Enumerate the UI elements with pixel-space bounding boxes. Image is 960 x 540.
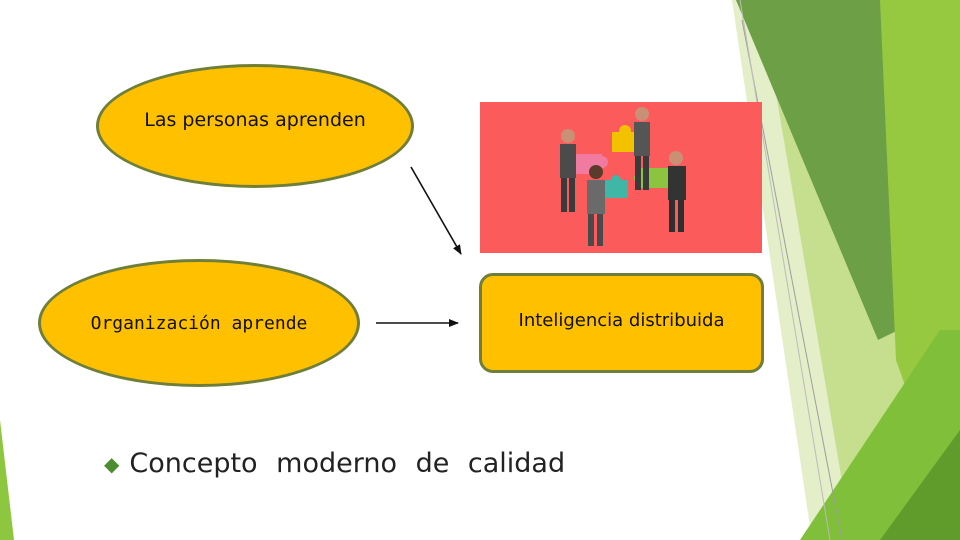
ellipse-mid-label: Organización aprende bbox=[90, 312, 308, 334]
ellipse-organizacion-aprende: Organización aprende bbox=[38, 259, 360, 387]
ellipse-personas-aprenden: Las personas aprenden bbox=[96, 64, 414, 188]
bullet-text: Concepto moderno de calidad bbox=[129, 448, 566, 479]
diamond-bullet-icon: ◆ bbox=[104, 451, 120, 476]
puzzle-team-image bbox=[480, 102, 762, 253]
arrow-diagonal bbox=[410, 166, 462, 255]
box-label: Inteligencia distribuida bbox=[518, 310, 725, 331]
bullet-item: ◆ Concepto moderno de calidad bbox=[104, 448, 565, 479]
ellipse-top-label: Las personas aprenden bbox=[144, 109, 366, 131]
box-inteligencia-distribuida: Inteligencia distribuida bbox=[479, 273, 764, 373]
